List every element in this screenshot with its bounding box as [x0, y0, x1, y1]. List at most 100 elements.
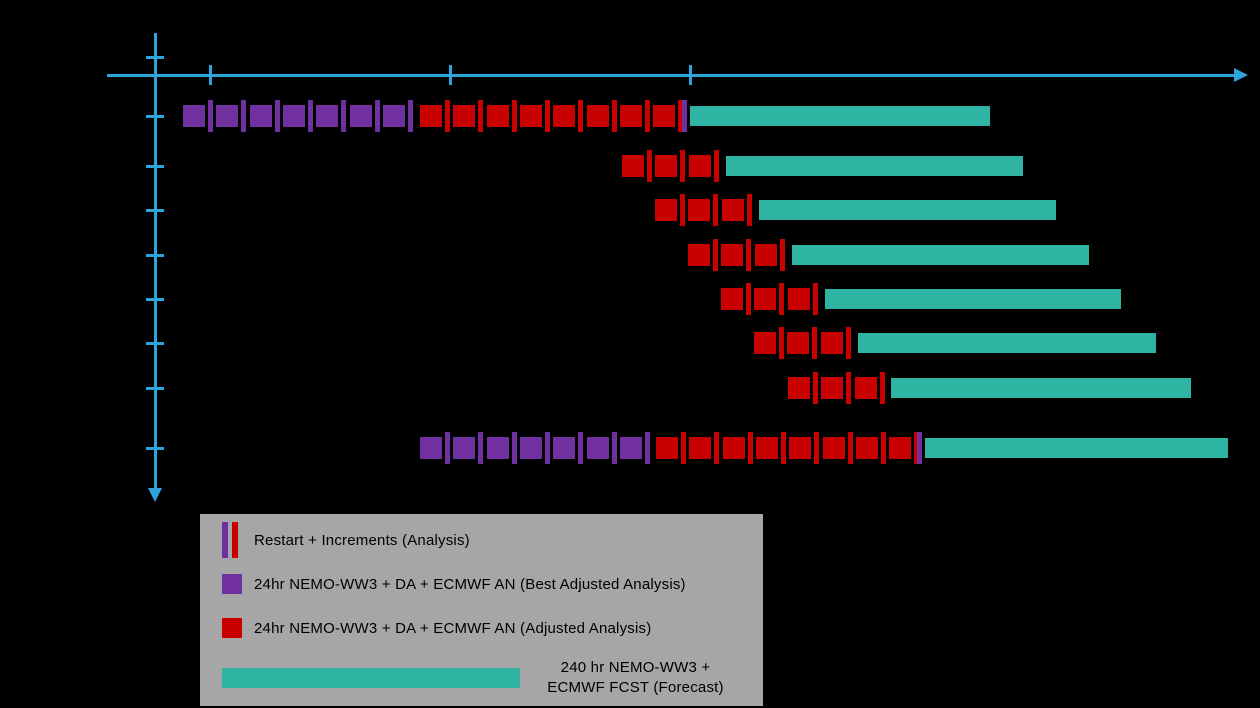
- best-adjusted-analysis-block: [486, 437, 509, 459]
- adjusted-analysis-block: [854, 377, 877, 399]
- restart-increment-bar: [680, 194, 685, 226]
- restart-increment-bar: [779, 239, 785, 271]
- adjusted-analysis-block: [655, 199, 677, 221]
- best-adjusted-analysis-block: [453, 437, 476, 459]
- restart-increment-bar: [241, 100, 247, 132]
- restart-increment-bar: [880, 432, 886, 464]
- cycle-axis-line: [154, 33, 157, 490]
- adjusted-analysis-block: [622, 155, 644, 177]
- restart-increment-bar: [812, 283, 818, 315]
- restart-increments-icon: [222, 522, 246, 558]
- legend-item-forecast: 240 hr NEMO-WW3 + ECMWF FCST (Forecast): [222, 650, 763, 706]
- restart-increment-bar: [746, 239, 752, 271]
- restart-increment-bar: [747, 432, 753, 464]
- adjusted-analysis-block: [889, 437, 912, 459]
- time-axis-arrowhead: [1234, 68, 1248, 82]
- best-adjusted-analysis-block: [349, 105, 372, 127]
- best-adjusted-analysis-icon: [222, 574, 246, 594]
- red-square-icon: [222, 618, 242, 638]
- adjusted-analysis-block: [788, 377, 810, 399]
- restart-increment-bar: [680, 150, 686, 182]
- best-adjusted-analysis-block: [519, 437, 542, 459]
- legend-label-forecast: 240 hr NEMO-WW3 + ECMWF FCST (Forecast): [547, 658, 724, 696]
- adjusted-analysis-block: [721, 288, 743, 310]
- restart-increment-bar: [682, 100, 687, 132]
- adjusted-analysis-icon: [222, 618, 246, 638]
- restart-increment-bar: [914, 432, 920, 464]
- adjusted-analysis-block: [787, 332, 810, 354]
- time-axis-line: [107, 74, 1236, 77]
- forecast-bar: [792, 245, 1089, 265]
- legend: Restart + Increments (Analysis) 24hr NEM…: [200, 514, 763, 706]
- restart-increment-bar: [780, 432, 786, 464]
- restart-increment-bar: [374, 100, 380, 132]
- restart-increment-bar: [814, 432, 820, 464]
- adjusted-analysis-block: [821, 377, 844, 399]
- best-adjusted-analysis-block: [382, 105, 405, 127]
- adjusted-analysis-block: [653, 105, 676, 127]
- legend-item-adjusted-analysis: 24hr NEMO-WW3 + DA + ECMWF AN (Adjusted …: [222, 606, 763, 650]
- restart-increment-bar: [544, 432, 550, 464]
- cycle-axis-tick: [146, 387, 164, 390]
- cycle-axis-tick: [146, 342, 164, 345]
- best-adjusted-analysis-block: [619, 437, 642, 459]
- best-adjusted-analysis-block: [420, 437, 442, 459]
- time-axis-tick: [209, 65, 212, 85]
- red-increment-bar-icon: [232, 522, 238, 558]
- legend-label-best-adjusted-analysis: 24hr NEMO-WW3 + DA + ECMWF AN (Best Adju…: [254, 575, 686, 593]
- cycle-axis-tick: [146, 56, 164, 59]
- restart-increment-bar: [713, 194, 719, 226]
- adjusted-analysis-block: [855, 437, 878, 459]
- time-axis-tick: [449, 65, 452, 85]
- best-adjusted-analysis-block: [282, 105, 305, 127]
- restart-increment-bar: [511, 432, 517, 464]
- restart-increment-bar: [478, 100, 484, 132]
- restart-increment-bar: [274, 100, 280, 132]
- legend-label-adjusted-analysis: 24hr NEMO-WW3 + DA + ECMWF AN (Adjusted …: [254, 619, 652, 637]
- purple-restart-bar-icon: [222, 522, 228, 558]
- time-axis-tick: [689, 65, 692, 85]
- cycle-axis-tick: [146, 115, 164, 118]
- restart-increment-bar: [879, 372, 885, 404]
- restart-increment-bar: [681, 432, 686, 464]
- adjusted-analysis-block: [486, 105, 509, 127]
- forecast-bar: [726, 156, 1023, 176]
- best-adjusted-analysis-block: [316, 105, 339, 127]
- adjusted-analysis-block: [553, 105, 576, 127]
- restart-increment-bar: [713, 239, 718, 271]
- restart-increment-bar: [307, 100, 313, 132]
- forecast-bar: [759, 200, 1056, 220]
- restart-increment-bar: [678, 100, 684, 132]
- restart-increment-bar: [644, 100, 650, 132]
- adjusted-analysis-block: [820, 332, 843, 354]
- adjusted-analysis-block: [619, 105, 642, 127]
- adjusted-analysis-block: [519, 105, 542, 127]
- adjusted-analysis-block: [754, 288, 777, 310]
- adjusted-analysis-block: [721, 244, 744, 266]
- adjusted-analysis-block: [787, 288, 810, 310]
- restart-increment-bar: [478, 432, 484, 464]
- restart-increment-bar: [407, 100, 413, 132]
- restart-increment-bar: [647, 150, 652, 182]
- forecast-bar: [858, 333, 1156, 353]
- restart-increment-bar: [813, 372, 818, 404]
- restart-increment-bar: [611, 100, 617, 132]
- adjusted-analysis-block: [688, 199, 711, 221]
- adjusted-analysis-block: [754, 332, 776, 354]
- forecast-bar: [825, 289, 1121, 309]
- legend-item-best-adjusted-analysis: 24hr NEMO-WW3 + DA + ECMWF AN (Best Adju…: [222, 562, 763, 606]
- cycle-axis-tick: [146, 209, 164, 212]
- restart-increment-bar: [812, 327, 818, 359]
- best-adjusted-analysis-block: [553, 437, 576, 459]
- restart-increment-bar: [847, 432, 853, 464]
- forecast-bar: [925, 438, 1228, 458]
- cycle-axis-tick: [146, 298, 164, 301]
- cycle-axis-tick: [146, 447, 164, 450]
- restart-increment-bar: [746, 283, 751, 315]
- restart-increment-bar: [845, 327, 851, 359]
- adjusted-analysis-block: [420, 105, 442, 127]
- forecast-bar-icon: [222, 668, 520, 688]
- adjusted-analysis-block: [656, 437, 678, 459]
- best-adjusted-analysis-block: [216, 105, 239, 127]
